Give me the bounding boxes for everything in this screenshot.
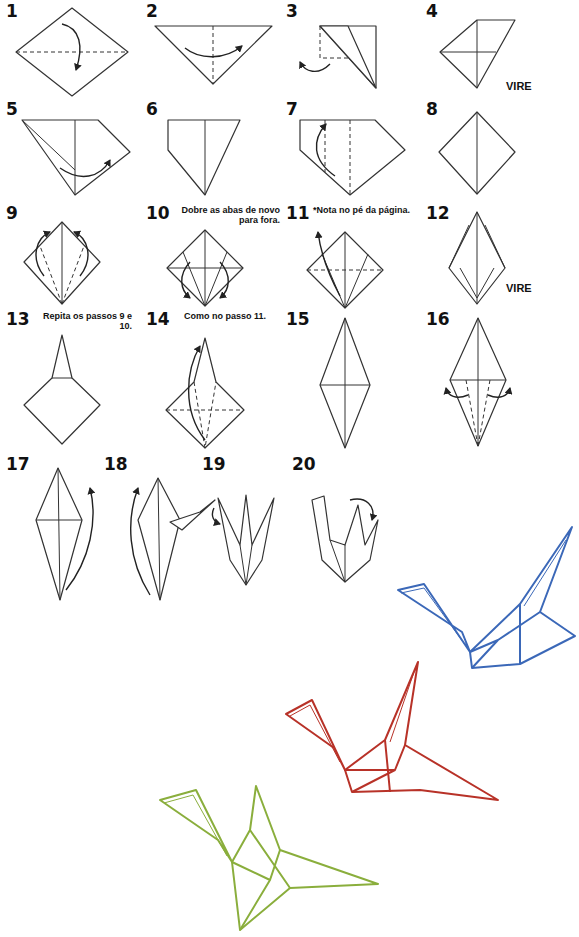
step-number: 4 xyxy=(426,2,438,20)
step-10-drawing xyxy=(167,230,243,306)
step-number: 13 xyxy=(6,310,30,328)
step-number: 18 xyxy=(104,455,128,473)
step-11-drawing xyxy=(307,232,383,308)
step-20-drawing xyxy=(312,496,378,582)
step-number: 20 xyxy=(292,455,316,473)
step-3-drawing xyxy=(300,26,376,88)
step-6-drawing xyxy=(168,120,240,195)
step-number: 2 xyxy=(146,2,158,20)
step-12-drawing xyxy=(449,212,505,304)
step-number: 5 xyxy=(6,100,18,118)
step-number: 9 xyxy=(6,204,18,222)
step-note: Como no passo 11. xyxy=(166,311,266,321)
step-1-drawing xyxy=(16,8,128,96)
turn-over-label: VIRE xyxy=(506,80,532,92)
step-number: 10 xyxy=(146,204,170,222)
step-18-drawing xyxy=(131,478,215,600)
step-number: 6 xyxy=(146,100,158,118)
step-15-drawing xyxy=(320,318,370,448)
step-note: Dobre as abas de novo para fora. xyxy=(168,205,280,225)
step-7-drawing xyxy=(300,120,405,195)
step-19-drawing xyxy=(212,495,274,585)
step-17-drawing xyxy=(36,468,93,600)
step-16-drawing xyxy=(446,318,510,446)
step-4-drawing xyxy=(440,20,515,88)
step-number: 14 xyxy=(146,310,170,328)
red-crane xyxy=(286,662,498,800)
step-number: 16 xyxy=(426,310,450,328)
step-note: *Nota no pé da página. xyxy=(306,205,410,215)
step-note: Repita os passos 9 e 10. xyxy=(28,311,132,331)
step-number: 15 xyxy=(286,310,310,328)
step-number: 12 xyxy=(426,204,450,222)
green-crane xyxy=(160,786,378,930)
step-number: 11 xyxy=(286,204,310,222)
blue-crane xyxy=(398,527,575,668)
step-number: 19 xyxy=(202,455,226,473)
step-9-drawing xyxy=(24,222,100,304)
step-number: 3 xyxy=(286,2,298,20)
step-5-drawing xyxy=(22,120,130,195)
step-number: 7 xyxy=(286,100,298,118)
turn-over-label: VIRE xyxy=(506,282,532,294)
step-number: 8 xyxy=(426,100,438,118)
step-14-drawing xyxy=(166,338,244,448)
step-8-drawing xyxy=(439,112,515,194)
step-2-drawing xyxy=(155,26,272,84)
step-13-drawing xyxy=(24,335,100,444)
step-number: 17 xyxy=(6,455,30,473)
step-number: 1 xyxy=(6,2,18,20)
